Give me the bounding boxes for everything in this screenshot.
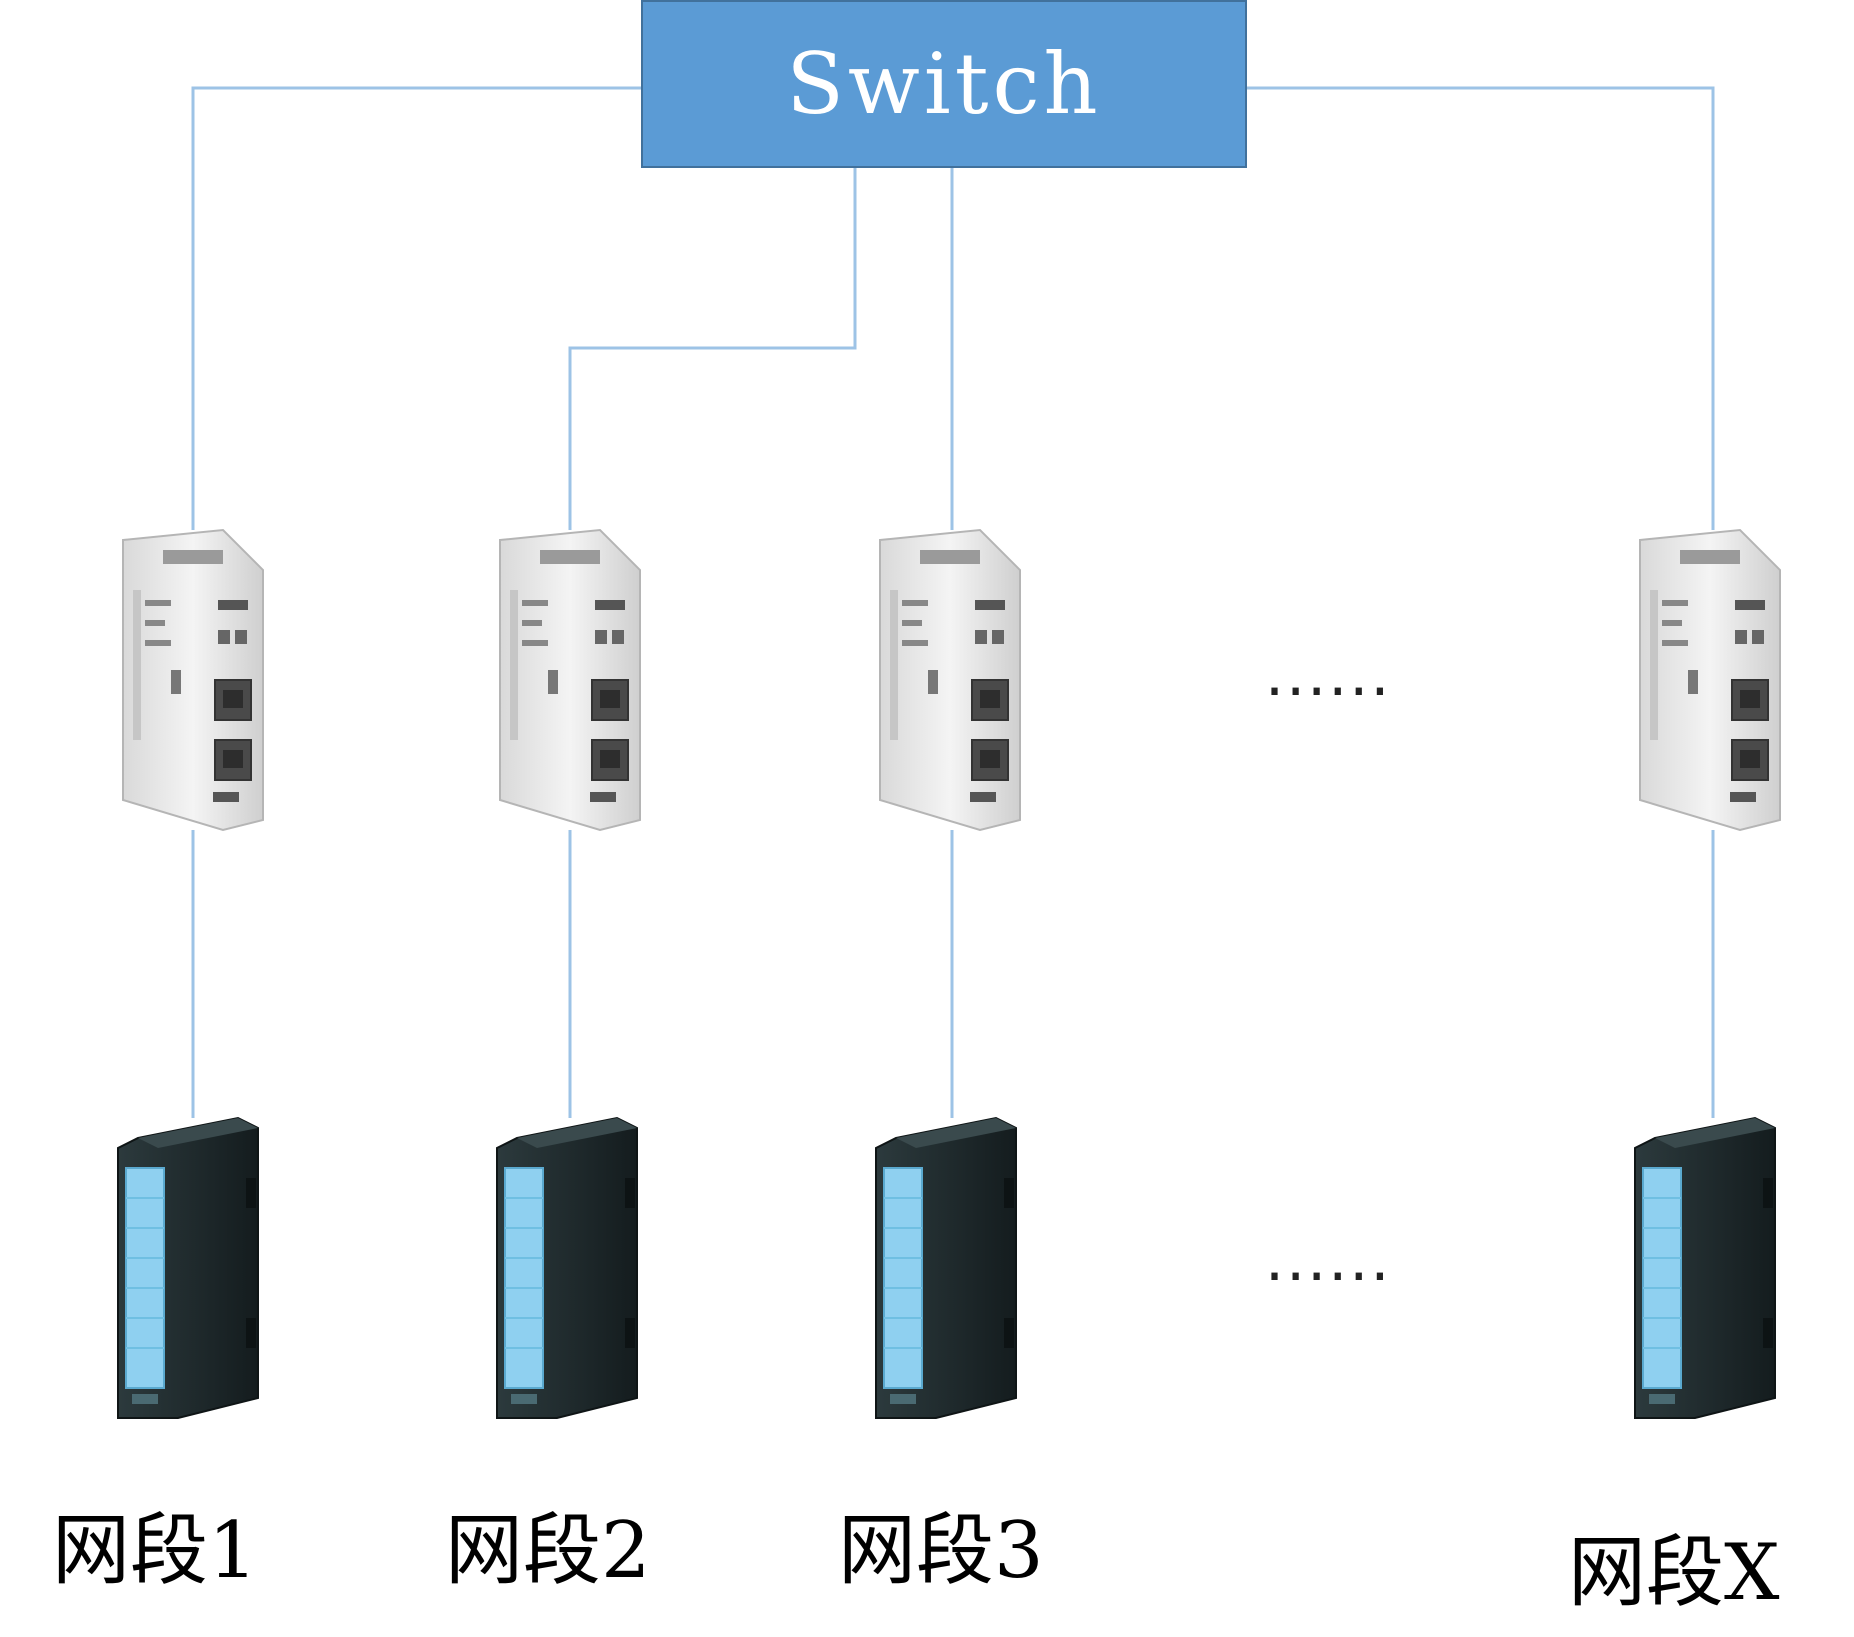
switch-node: Switch bbox=[641, 0, 1247, 168]
gateway-device-icon bbox=[1639, 529, 1781, 831]
link-switch-to-gateway-2 bbox=[568, 168, 857, 530]
io-module-icon bbox=[496, 1117, 638, 1419]
gateway-device-icon bbox=[122, 529, 264, 831]
io-module-icon bbox=[875, 1117, 1017, 1419]
switch-label: Switch bbox=[786, 35, 1102, 133]
link-switch-to-gateway-x bbox=[1247, 86, 1715, 530]
io-module-icon bbox=[1634, 1117, 1776, 1419]
segment-label-3: 网段3 bbox=[838, 1506, 1044, 1596]
gateway-device-icon bbox=[879, 529, 1021, 831]
segment-label-2: 网段2 bbox=[445, 1506, 651, 1596]
segment-label-x: 网段X bbox=[1568, 1528, 1780, 1618]
io-module-icon bbox=[117, 1117, 259, 1419]
gateway-device-icon bbox=[499, 529, 641, 831]
ellipsis-gateways: ...... bbox=[1265, 640, 1392, 710]
link-lines bbox=[191, 86, 1715, 1118]
link-switch-to-gateway-1 bbox=[191, 86, 641, 530]
ellipsis-io-modules: ...... bbox=[1265, 1225, 1392, 1295]
segment-label-1: 网段1 bbox=[52, 1506, 258, 1596]
